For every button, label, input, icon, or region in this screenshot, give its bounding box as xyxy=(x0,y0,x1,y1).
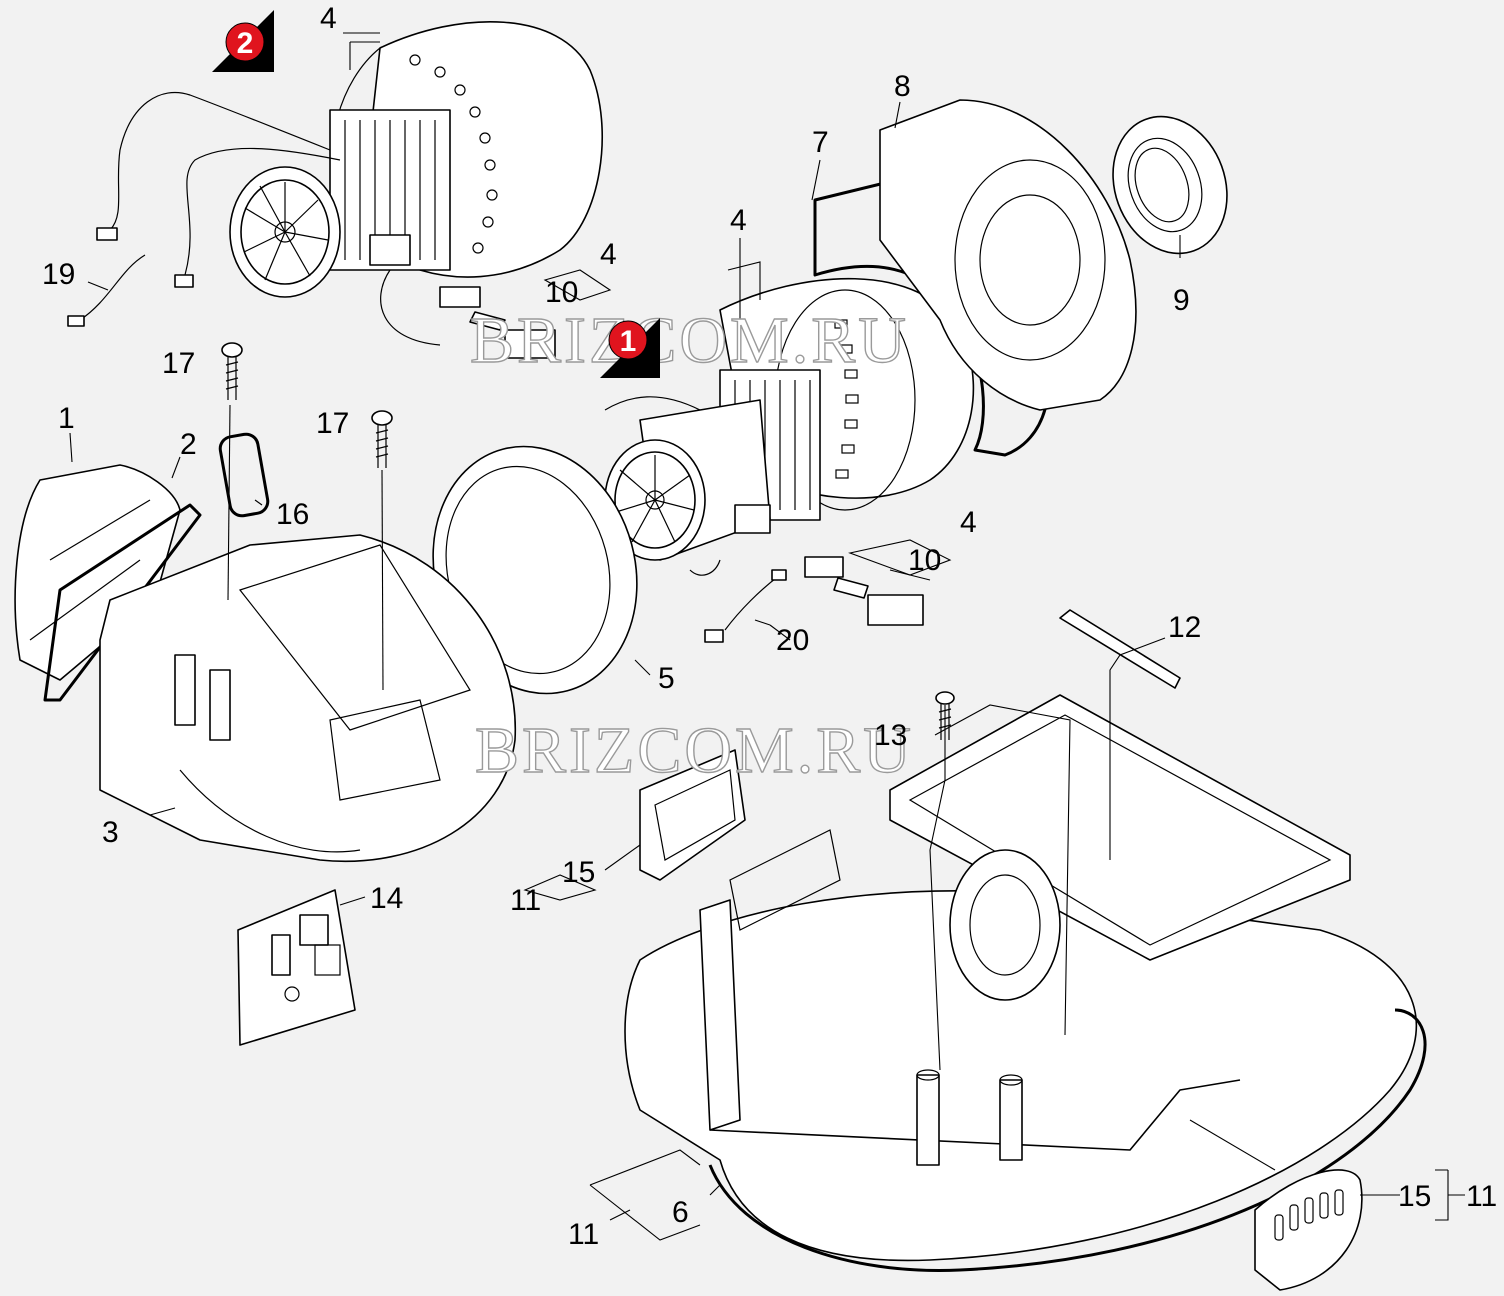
callout-4: 4 xyxy=(730,204,747,237)
callout-10: 10 xyxy=(908,544,941,577)
motor-2-badge: 2 xyxy=(212,10,274,72)
callout-11: 11 xyxy=(1466,1180,1497,1213)
callout-10: 10 xyxy=(545,276,578,309)
callout-labels: 4 19 4 10 4 7 8 9 17 17 1 2 16 4 10 20 5… xyxy=(42,2,1497,1251)
callout-11: 11 xyxy=(568,1218,599,1251)
motor-2-assembly xyxy=(67,20,604,359)
callout-4: 4 xyxy=(600,238,617,271)
callout-13: 13 xyxy=(874,719,907,752)
callout-17: 17 xyxy=(162,347,195,380)
clip-15 xyxy=(639,749,746,881)
callout-19: 19 xyxy=(42,258,75,291)
callout-17: 17 xyxy=(316,407,349,440)
callout-4: 4 xyxy=(320,2,337,35)
callout-2: 2 xyxy=(180,428,197,461)
callout-16: 16 xyxy=(276,498,309,531)
seal-ring-9 xyxy=(1112,115,1228,255)
badge-1-circle xyxy=(608,320,648,360)
callout-4: 4 xyxy=(960,506,977,539)
badge-1-number: 1 xyxy=(620,325,637,358)
callout-11: 11 xyxy=(510,884,541,917)
callout-7: 7 xyxy=(812,126,829,159)
watermark-lower: BRIZCOM.RU xyxy=(475,714,914,787)
screw-13 xyxy=(935,691,955,740)
badge-2-circle xyxy=(225,22,265,62)
callout-15: 15 xyxy=(1398,1180,1431,1213)
callout-9: 9 xyxy=(1173,284,1190,317)
callout-12: 12 xyxy=(1168,611,1201,644)
screw-17a xyxy=(221,342,243,400)
callout-6: 6 xyxy=(672,1196,689,1229)
clip-15-lower xyxy=(1254,1169,1363,1291)
leader-lines xyxy=(69,32,1465,1241)
badge-2-number: 2 xyxy=(237,27,254,60)
callout-1: 1 xyxy=(58,402,75,435)
callout-3: 3 xyxy=(102,816,119,849)
motor-cover-8 xyxy=(879,99,1137,411)
base-6 xyxy=(624,694,1427,1272)
callout-20: 20 xyxy=(776,624,809,657)
callout-14: 14 xyxy=(370,882,403,915)
ring-16 xyxy=(218,432,270,518)
callout-5: 5 xyxy=(658,662,675,695)
housing-3 xyxy=(99,534,517,862)
motor-1-assembly xyxy=(604,277,975,643)
circuit-board-14 xyxy=(237,889,356,1046)
screw-17b xyxy=(371,410,393,468)
callout-8: 8 xyxy=(894,70,911,103)
watermark-upper: BRIZCOM.RU xyxy=(470,304,909,377)
strip-12 xyxy=(1059,609,1181,689)
motor-1-badge: 1 xyxy=(600,318,660,378)
callout-15: 15 xyxy=(562,856,595,889)
